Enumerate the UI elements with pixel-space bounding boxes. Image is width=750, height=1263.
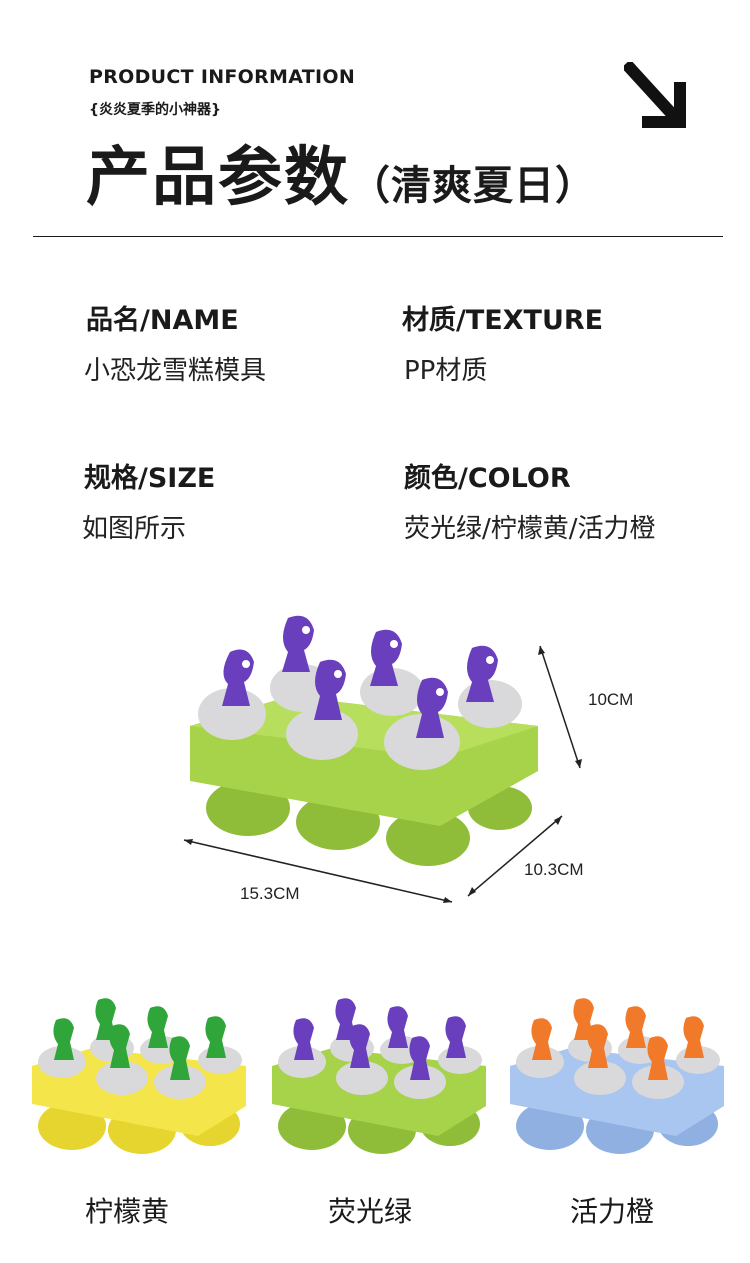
spec-texture-value: PP材质	[404, 356, 488, 386]
variant-label-vibrant-orange: 活力橙	[569, 1195, 654, 1228]
header-divider	[33, 236, 723, 237]
variant-label-neon-green: 荧光绿	[327, 1195, 412, 1228]
variant-image-neon-green	[272, 998, 486, 1154]
eyebrow-text: PRODUCT INFORMATION	[89, 66, 356, 88]
spec-name-label: 品名/NAME	[86, 305, 239, 336]
arrow-down-right-icon	[624, 62, 686, 128]
variant-image-lemon-yellow	[32, 998, 246, 1154]
product-image-main	[183, 615, 582, 903]
spec-color-value: 荧光绿/柠檬黄/活力橙	[404, 514, 656, 544]
tagline: {炎炎夏季的小神器}	[89, 102, 221, 118]
variant-image-vibrant-orange	[510, 998, 724, 1154]
spec-color-label: 颜色/COLOR	[404, 463, 571, 494]
dimension-depth: 10.3CM	[524, 860, 584, 879]
dimension-lines	[183, 645, 581, 903]
spec-texture-label: 材质/TEXTURE	[402, 305, 604, 336]
dimension-height: 10CM	[588, 690, 634, 709]
page-title: 产品参数（清爽夏日）	[86, 138, 596, 226]
variant-label-lemon-yellow: 柠檬黄	[84, 1195, 169, 1228]
dimension-width: 15.3CM	[240, 884, 300, 903]
spec-name-value: 小恐龙雪糕模具	[84, 356, 267, 386]
spec-size-value: 如图所示	[82, 514, 187, 544]
title-sub: （清爽夏日）	[350, 163, 596, 209]
title-main: 产品参数	[86, 141, 350, 215]
spec-size-label: 规格/SIZE	[84, 463, 216, 494]
